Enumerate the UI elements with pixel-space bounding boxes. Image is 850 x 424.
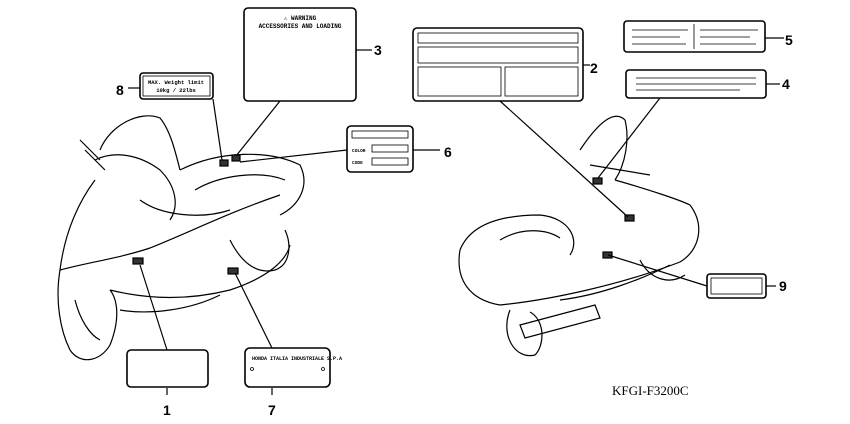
label-4-plate [625, 69, 767, 99]
callout-number-7: 7 [268, 402, 276, 418]
manufacturer-text: HONDA ITALIA INDUSTRIALE S.P.A [252, 356, 342, 362]
code-field-label: CODE [352, 160, 363, 166]
label-7-honda-italia-plate: HONDA ITALIA INDUSTRIALE S.P.A [244, 347, 342, 388]
callout-number-6: 6 [444, 144, 452, 160]
callout-number-1: 1 [163, 402, 171, 418]
label-8-max-weight-plate: MAX. Weight limit 10kg / 22lbs [139, 72, 214, 100]
label-3-warning-accessories-loading: ⚠ WARNING ACCESSORIES AND LOADING [243, 7, 357, 102]
diagram-code: KFGI-F3200C [612, 383, 689, 398]
scooter-right-illustration [458, 115, 700, 357]
max-weight-line-2: 10kg / 22lbs [156, 87, 196, 94]
color-field-label: COLOR [352, 148, 366, 154]
label-6-color-code-plate: COLOR CODE [346, 125, 414, 173]
warning-title: ⚠ WARNING [284, 15, 317, 22]
callout-number-3: 3 [374, 42, 382, 58]
callout-number-5: 5 [785, 32, 793, 48]
label-9-plate [706, 273, 767, 299]
label-5-plate [623, 20, 766, 53]
max-weight-line-1: MAX. Weight limit [148, 79, 204, 86]
callout-number-2: 2 [590, 60, 598, 76]
callout-number-8: 8 [116, 82, 124, 98]
label-1-blank-plate [126, 349, 209, 388]
scooter-left-illustration [57, 115, 305, 361]
label-2-plate [412, 27, 584, 102]
leader-lines [128, 37, 784, 395]
callout-number-9: 9 [779, 278, 787, 294]
callout-number-4: 4 [782, 76, 790, 92]
warning-subtitle: ACCESSORIES AND LOADING [259, 23, 342, 30]
